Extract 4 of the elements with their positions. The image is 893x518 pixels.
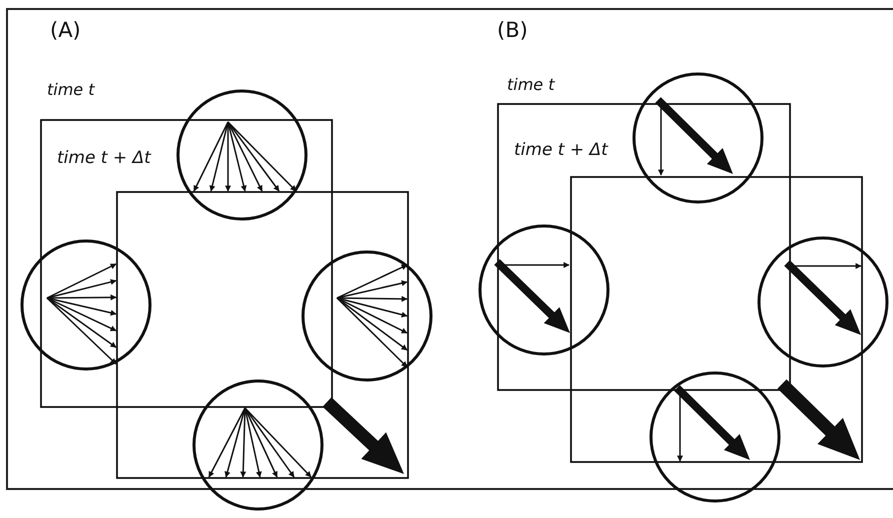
time-label: time t (47, 82, 95, 98)
panel-label: (A) (50, 20, 81, 41)
time-label: time t (507, 77, 555, 93)
panel-label: (B) (497, 20, 528, 41)
